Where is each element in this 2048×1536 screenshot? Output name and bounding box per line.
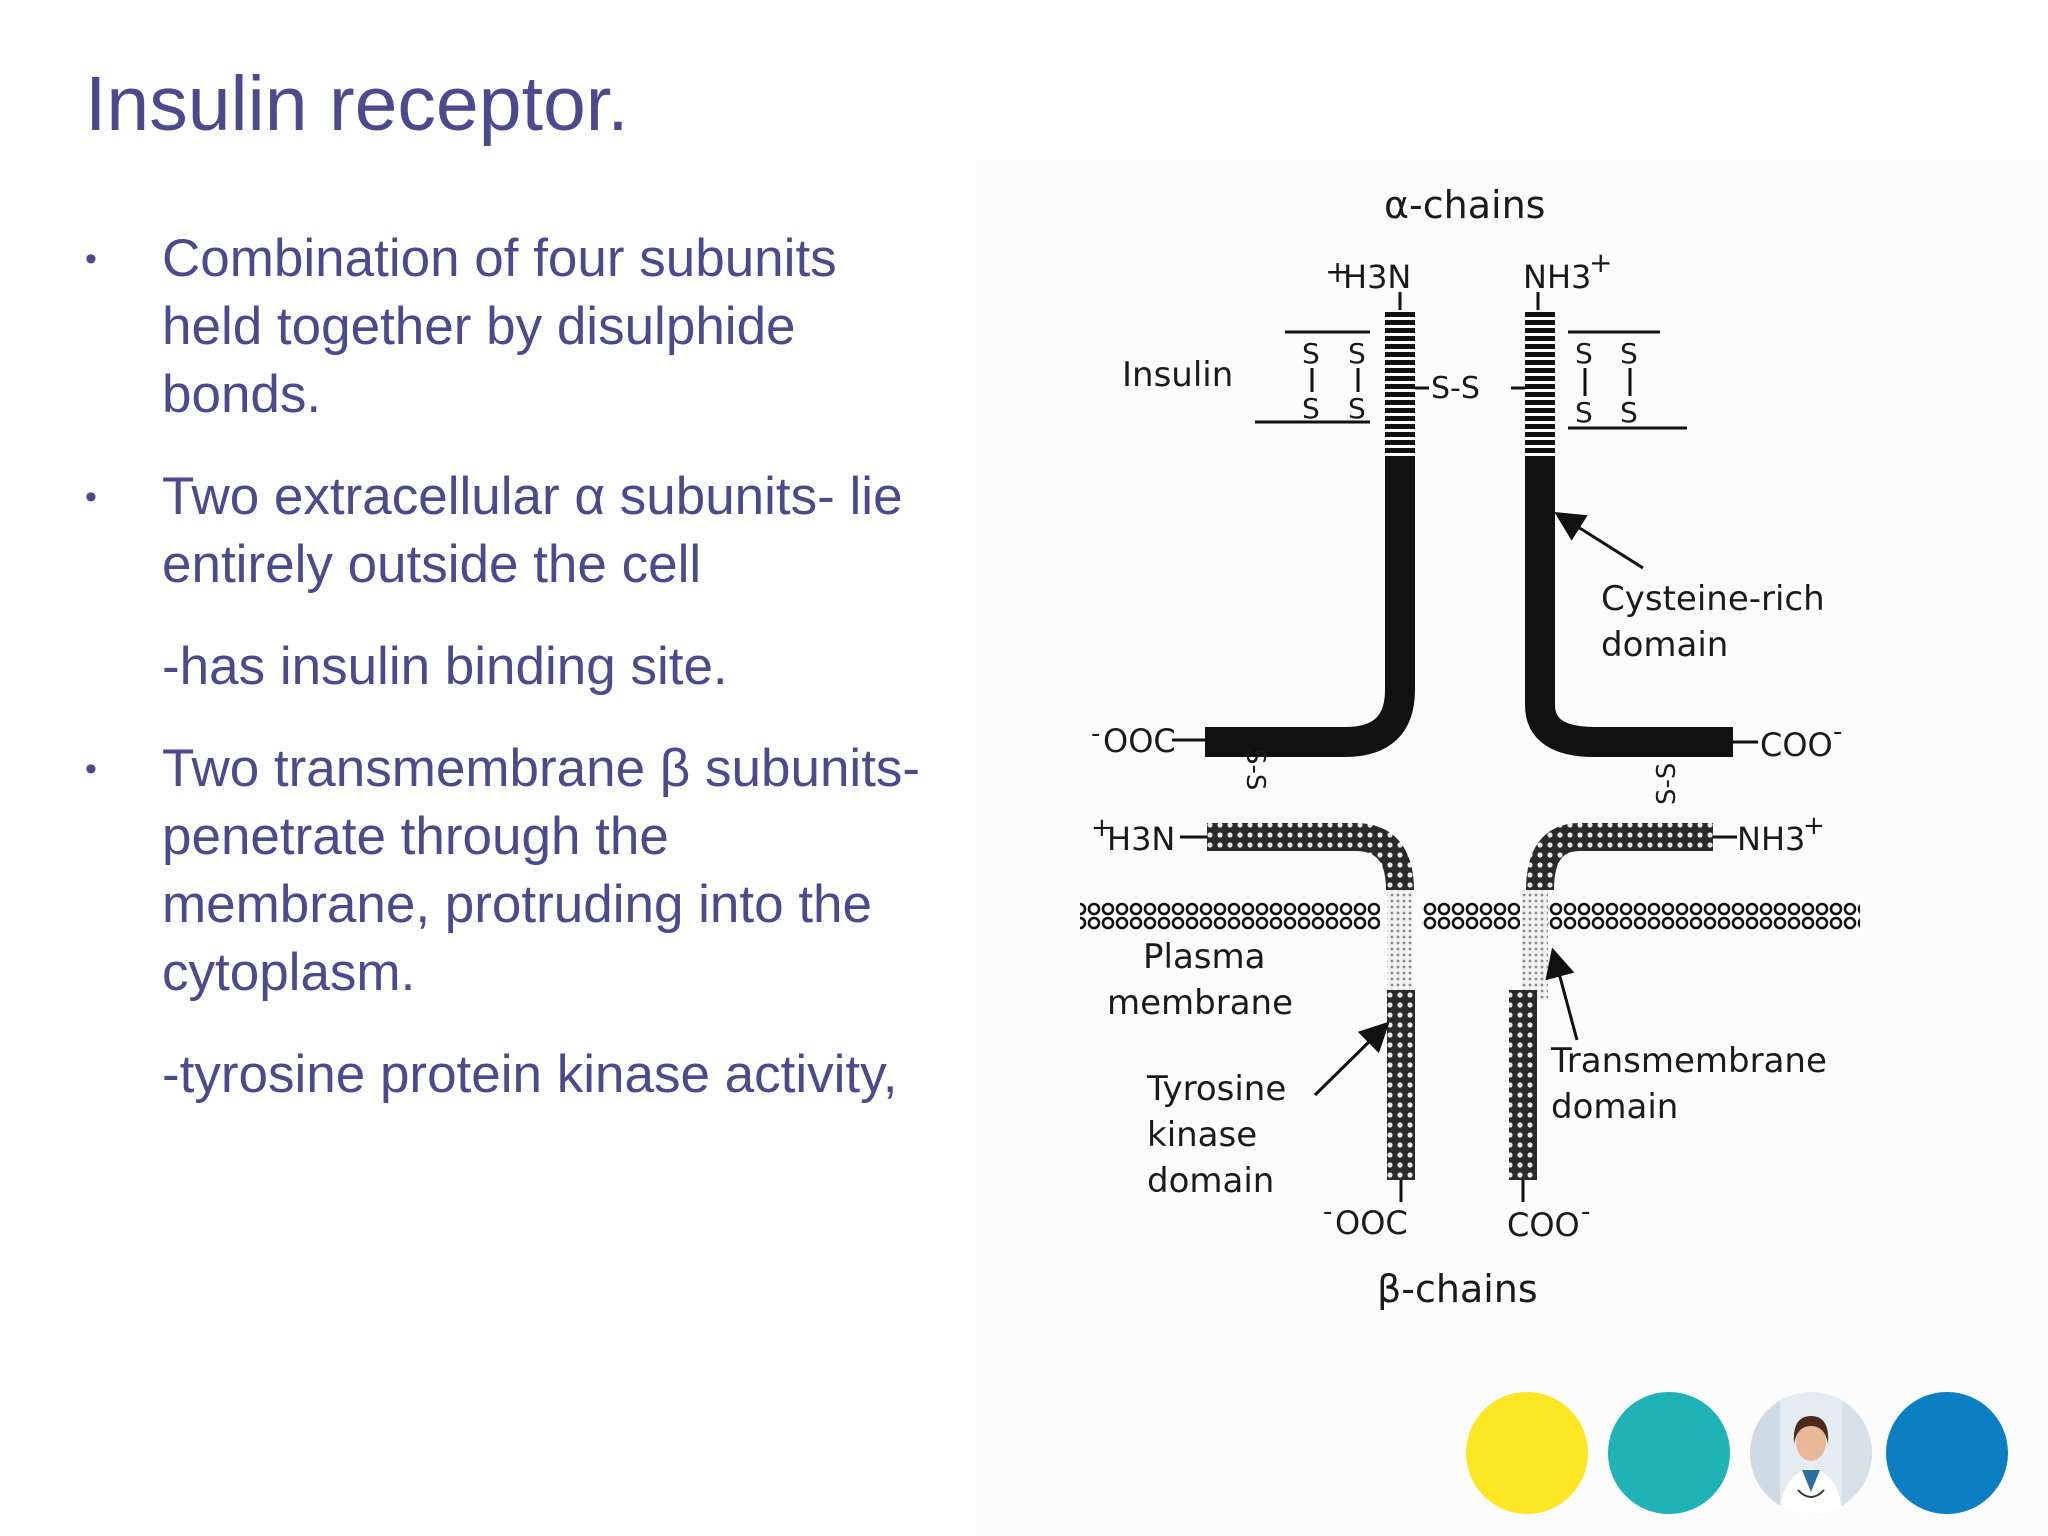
svg-text:S: S (1575, 396, 1593, 429)
bullet-line: Two transmembrane β subunits- (162, 739, 921, 798)
svg-text:-: - (1091, 719, 1100, 749)
ooc-left-label: - OOC (1091, 719, 1176, 760)
receptor-diagram: α-chains β-chains + H3N NH3 + Insulin S … (1080, 183, 1860, 1311)
ss-right-label: S-S (1652, 763, 1682, 805)
svg-text:-: - (1833, 717, 1842, 747)
sub-point: -tyrosine protein kinase activity, (162, 1045, 898, 1104)
h3n-top-label: + H3N (1325, 255, 1411, 296)
svg-text:S: S (1302, 337, 1320, 370)
beta-chain-left-extracellular (1207, 823, 1414, 891)
beta-chains-label: β-chains (1377, 1267, 1538, 1311)
plasma-label: Plasma (1143, 937, 1265, 977)
svg-text:+: + (1325, 255, 1350, 290)
svg-text:COO: COO (1760, 726, 1833, 764)
svg-text:-: - (1323, 1197, 1332, 1227)
svg-text:H3N: H3N (1343, 258, 1411, 296)
bullet-line: Combination of four subunits (162, 229, 837, 288)
insulin-receptor-figure: α-chains β-chains + H3N NH3 + Insulin S … (975, 160, 2048, 1536)
yellow-circle (1466, 1392, 1588, 1514)
svg-text:+: + (1091, 813, 1113, 843)
svg-text:S: S (1620, 337, 1638, 370)
tyrosine-domain-label: domain (1147, 1161, 1274, 1201)
nh3-top-label: NH3 + (1523, 246, 1612, 296)
slide-title: Insulin receptor. (85, 61, 629, 147)
sub-point: -has insulin binding site. (162, 637, 728, 696)
svg-text:S: S (1348, 392, 1366, 425)
svg-text:OOC: OOC (1103, 722, 1176, 760)
svg-text:-: - (1581, 1197, 1590, 1227)
alpha-chain-left (1205, 460, 1415, 757)
h3n-mid-label: + H3N (1091, 813, 1175, 858)
bullet-line: penetrate through the (162, 807, 669, 866)
bullet-item: • Two transmembrane β subunits- penetrat… (85, 735, 1025, 1007)
transmembrane-segment-right (1522, 890, 1548, 1000)
svg-text:+: + (1803, 811, 1825, 841)
svg-text:S: S (1620, 396, 1638, 429)
bullet-item: • Combination of four subunits held toge… (85, 225, 1025, 429)
beta-chain-left-kinase (1387, 990, 1415, 1180)
svg-text:+: + (1589, 246, 1612, 279)
alpha-chains-label: α-chains (1384, 183, 1545, 227)
doctor-avatar (1750, 1392, 1872, 1514)
insulin-label: Insulin (1122, 355, 1233, 395)
transmembrane-domain-label: domain (1551, 1087, 1678, 1127)
coo-right-label: COO - (1760, 717, 1842, 764)
svg-text:COO: COO (1507, 1206, 1580, 1244)
bullet-line: cytoplasm. (162, 943, 416, 1002)
kinase-label: kinase (1147, 1115, 1257, 1155)
cysteine-rich-label: Cysteine-rich (1601, 579, 1825, 619)
plasma-membrane-left (1080, 902, 1380, 930)
ss-left-label: S-S (1240, 748, 1270, 790)
doctor-photo-icon (1750, 1392, 1872, 1514)
svg-text:NH3: NH3 (1523, 258, 1591, 296)
membrane-label: membrane (1107, 983, 1293, 1023)
bullet-item: • Two extracellular α subunits- lie enti… (85, 463, 1025, 599)
bullet-dot: • (85, 240, 97, 278)
plasma-membrane-right (1540, 902, 1860, 930)
svg-text:S: S (1302, 392, 1320, 425)
teal-circle (1608, 1392, 1730, 1514)
bullet-line: bonds. (162, 365, 322, 424)
ss-center-label: S-S (1431, 371, 1480, 406)
plasma-membrane-middle (1422, 902, 1520, 930)
svg-text:OOC: OOC (1335, 1204, 1408, 1242)
nh3-mid-label: NH3 + (1737, 811, 1825, 858)
ooc-bottom-label: - OOC (1323, 1197, 1408, 1242)
alpha-chain-right (1525, 460, 1733, 757)
tyrosine-label: Tyrosine (1146, 1069, 1286, 1109)
transmembrane-label: Transmembrane (1550, 1041, 1827, 1081)
svg-text:NH3: NH3 (1737, 820, 1805, 858)
bullet-line: Two extracellular α subunits- lie (162, 467, 903, 526)
bullet-line: membrane, protruding into the (162, 875, 873, 934)
beta-chain-right-kinase (1509, 990, 1537, 1180)
blue-circle (1886, 1392, 2008, 1514)
svg-text:S: S (1575, 337, 1593, 370)
bullet-line: held together by disulphide (162, 297, 796, 356)
svg-text:S: S (1348, 337, 1366, 370)
bullet-list: • Combination of four subunits held toge… (85, 225, 1025, 1143)
bullet-dot: • (85, 478, 97, 516)
insulin-molecule-right: S S S S (1568, 330, 1687, 430)
bullet-line: entirely outside the cell (162, 535, 702, 594)
svg-text:H3N: H3N (1107, 820, 1175, 858)
cysteine-domain-label: domain (1601, 625, 1728, 665)
insulin-molecule-left: S S S S (1255, 330, 1370, 425)
bullet-dot: • (85, 750, 97, 788)
coo-bottom-label: COO - (1507, 1197, 1590, 1244)
transmembrane-segment-left (1387, 890, 1413, 1000)
beta-chain-right-extracellular (1526, 823, 1713, 891)
